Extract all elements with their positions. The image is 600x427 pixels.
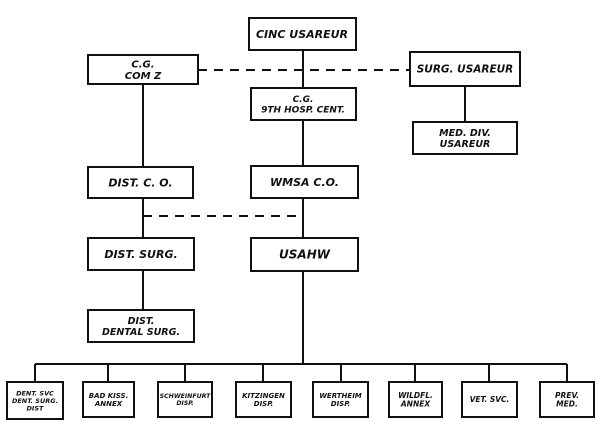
node-label-line: DIST. bbox=[128, 316, 155, 327]
node-label-line: ANNEX bbox=[94, 400, 123, 408]
node-wmsa-co: WMSA C.O. bbox=[250, 165, 359, 199]
node-med-div-usareur: MED. DIV.USAREUR bbox=[412, 121, 518, 155]
node-dist-dental-label: DIST.DENTAL SURG. bbox=[102, 316, 180, 338]
node-label-line: C.G. bbox=[131, 59, 154, 70]
node-label-line: KITZINGEN bbox=[242, 392, 285, 400]
node-usahw-label: USAHW bbox=[279, 248, 331, 262]
node-label-line: BAD KISS. bbox=[89, 392, 129, 400]
node-label-line: USAREUR bbox=[440, 139, 491, 150]
node-wildfl-label: WILDFL.ANNEX bbox=[398, 391, 433, 409]
node-label-line: DISP. bbox=[254, 400, 273, 408]
node-label-line: SCHWEINFURT bbox=[160, 393, 211, 400]
node-label-line: COM Z bbox=[125, 71, 162, 82]
node-label-line: DENT. SURG. bbox=[12, 397, 58, 405]
node-label-line: USAHW bbox=[279, 248, 331, 262]
node-label-line: DISP. bbox=[176, 400, 193, 407]
node-label-line: 9TH HOSP. CENT. bbox=[261, 105, 345, 115]
node-label-line: CINC USAREUR bbox=[256, 28, 348, 41]
node-label-line: VET. SVC. bbox=[470, 395, 510, 404]
node-prev-med: PREV.MED. bbox=[539, 381, 595, 418]
node-label-line: ANNEX bbox=[400, 399, 431, 408]
node-label-line: DIST bbox=[27, 404, 44, 412]
node-label-line: WILDFL. bbox=[398, 391, 433, 400]
node-label-line: MED. bbox=[556, 399, 578, 408]
node-dist-surg-label: DIST. SURG. bbox=[104, 248, 177, 261]
node-label-line: WERTHEIM bbox=[319, 392, 362, 400]
node-label-line: WMSA C.O. bbox=[270, 176, 339, 189]
node-vet-svc: VET. SVC. bbox=[461, 381, 518, 418]
node-cg-comz-label: C.G.COM Z bbox=[125, 59, 162, 82]
node-usahw: USAHW bbox=[250, 237, 359, 272]
node-cg-9th-hosp-cent: C.G.9TH HOSP. CENT. bbox=[250, 87, 357, 121]
node-dist-co-label: DIST. C. O. bbox=[108, 176, 172, 189]
node-label-line: DIST. SURG. bbox=[104, 248, 177, 261]
node-label-line: DENT. SVC bbox=[16, 389, 54, 397]
node-label-line: DIST. C. O. bbox=[108, 176, 172, 189]
node-cinc-usareur-label: CINC USAREUR bbox=[256, 28, 348, 41]
node-prev-med-label: PREV.MED. bbox=[555, 391, 579, 409]
node-label-line: PREV. bbox=[555, 391, 579, 400]
node-wildfl-annex: WILDFL.ANNEX bbox=[388, 381, 443, 418]
node-med-div-label: MED. DIV.USAREUR bbox=[439, 128, 491, 150]
node-bad-kiss-label: BAD KISS.ANNEX bbox=[89, 392, 129, 408]
node-dist-surg: DIST. SURG. bbox=[87, 237, 195, 271]
node-bad-kiss-annex: BAD KISS.ANNEX bbox=[82, 381, 135, 418]
node-cinc-usareur: CINC USAREUR bbox=[248, 17, 357, 51]
node-label-line: C.G. bbox=[293, 95, 314, 105]
node-vet-svc-label: VET. SVC. bbox=[470, 395, 510, 404]
node-dist-co: DIST. C. O. bbox=[87, 166, 194, 199]
node-label-line: SURG. USAREUR bbox=[417, 64, 514, 76]
node-surg-usareur-label: SURG. USAREUR bbox=[417, 64, 514, 76]
node-label-line: DENTAL SURG. bbox=[102, 327, 180, 338]
node-label-line: DISP. bbox=[331, 400, 350, 408]
node-dist-dental-surg: DIST.DENTAL SURG. bbox=[87, 309, 195, 343]
node-label-line: MED. DIV. bbox=[439, 128, 491, 139]
node-surg-usareur: SURG. USAREUR bbox=[409, 51, 521, 87]
node-cg-9th-label: C.G.9TH HOSP. CENT. bbox=[261, 95, 345, 115]
node-cg-comz: C.G.COM Z bbox=[87, 54, 199, 85]
node-wmsa-co-label: WMSA C.O. bbox=[270, 176, 339, 189]
